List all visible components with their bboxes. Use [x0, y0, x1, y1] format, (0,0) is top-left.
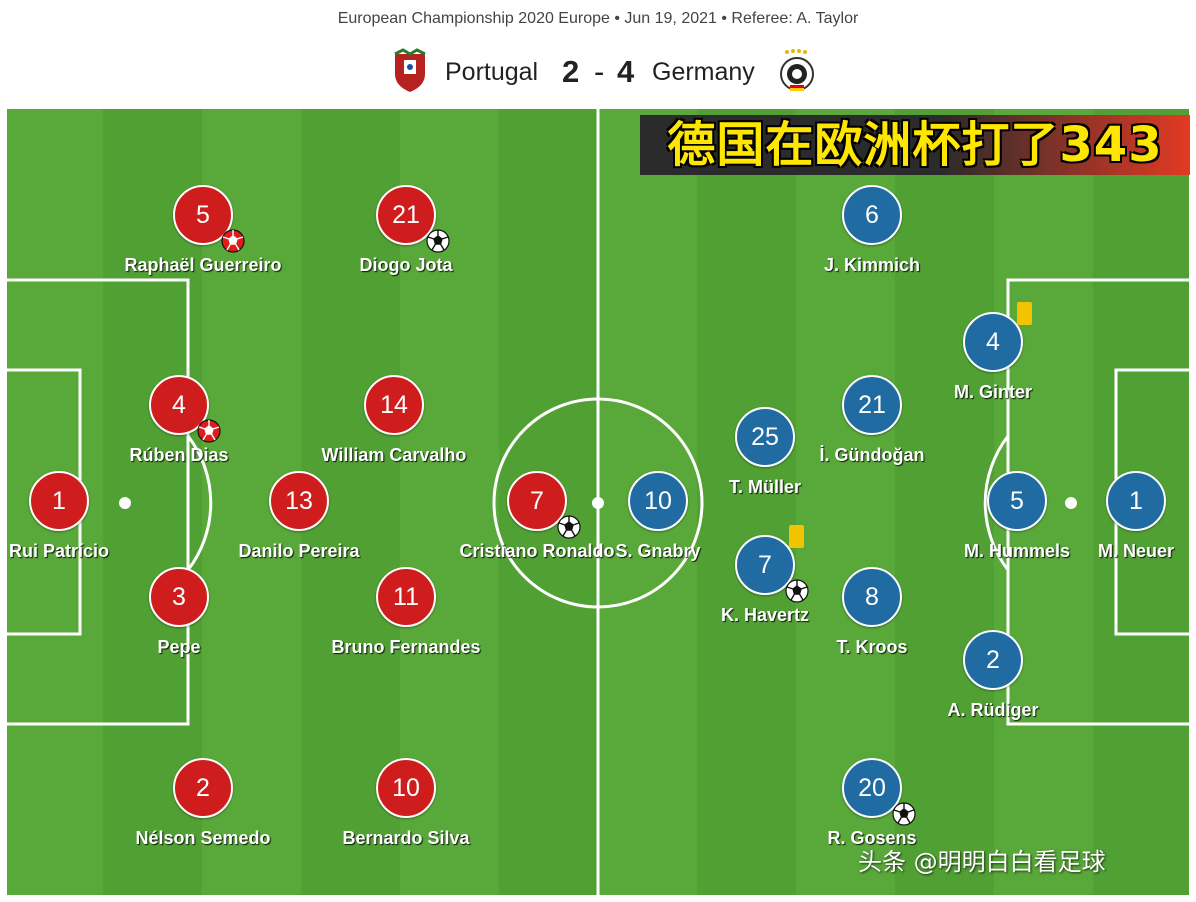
goal-ball-icon [785, 579, 809, 603]
away-score: 4 [617, 54, 635, 89]
player-number: 10 [628, 471, 688, 531]
player-number: 7 [507, 471, 567, 531]
home-score: 2 [562, 54, 580, 89]
player-number: 4 [963, 312, 1023, 372]
player-number: 5 [987, 471, 1047, 531]
player-number: 25 [735, 407, 795, 467]
player-name: Bernardo Silva [342, 828, 470, 848]
player-name: J. Kimmich [823, 255, 921, 275]
player-name: T. Kroos [836, 637, 908, 657]
score-separator: - [594, 54, 605, 89]
germany-crest-icon [780, 49, 814, 91]
player-number: 20 [842, 758, 902, 818]
match-meta: European Championship 2020 Europe • Jun … [337, 10, 859, 27]
away-team-name: Germany [652, 58, 755, 86]
headline-text: 德国在欧洲杯打了343 [667, 117, 1163, 173]
player-name: William Carvalho [321, 445, 467, 465]
headline-banner: 德国在欧洲杯打了343 [640, 115, 1190, 175]
player-number: 5 [173, 185, 233, 245]
player-name: R. Gosens [827, 828, 917, 848]
player-number: 7 [735, 535, 795, 595]
player-name: M. Hummels [963, 541, 1071, 561]
player-name: Bruno Fernandes [331, 637, 481, 657]
player-number: 10 [376, 758, 436, 818]
player-number: 21 [376, 185, 436, 245]
player-number: 6 [842, 185, 902, 245]
player-name: T. Müller [728, 477, 801, 497]
player-name: Raphaël Guerreiro [124, 255, 282, 275]
player-number: 1 [1106, 471, 1166, 531]
player-name: Danilo Pereira [238, 541, 360, 561]
player-name: Rui Patrício [8, 541, 110, 561]
player-number: 21 [842, 375, 902, 435]
own-goal-ball-icon [221, 229, 245, 253]
player-name: İ. Gündoğan [819, 445, 925, 465]
player-name: Diogo Jota [359, 255, 453, 275]
player-name: K. Havertz [720, 605, 810, 625]
portugal-crest-icon [394, 48, 426, 92]
player-number: 11 [376, 567, 436, 627]
player-number: 3 [149, 567, 209, 627]
player-name: Rúben Dias [129, 445, 229, 465]
goal-ball-icon [426, 229, 450, 253]
yellow-card-icon [789, 525, 804, 548]
watermark: 头条 @明明白白看足球 [858, 848, 1106, 876]
player-name: Nélson Semedo [135, 828, 271, 848]
player-number: 1 [29, 471, 89, 531]
player-number: 2 [963, 630, 1023, 690]
goal-ball-icon [892, 802, 916, 826]
player-name: M. Neuer [1097, 541, 1175, 561]
goal-ball-icon [557, 515, 581, 539]
player-number: 13 [269, 471, 329, 531]
player-name: A. Rüdiger [947, 700, 1039, 720]
player-name: S. Gnabry [615, 541, 701, 561]
match-header: European Championship 2020 Europe • Jun … [0, 0, 1196, 104]
player-name: Cristiano Ronaldo [459, 541, 615, 561]
player-name: M. Ginter [953, 382, 1032, 402]
player-number: 8 [842, 567, 902, 627]
scoreline: Portugal 2 - 4 Germany [0, 52, 1196, 96]
yellow-card-icon [1017, 302, 1032, 325]
player-number: 4 [149, 375, 209, 435]
home-team-name: Portugal [445, 58, 539, 86]
player-number: 2 [173, 758, 233, 818]
own-goal-ball-icon [197, 419, 221, 443]
player-number: 14 [364, 375, 424, 435]
player-name: Pepe [157, 637, 201, 657]
